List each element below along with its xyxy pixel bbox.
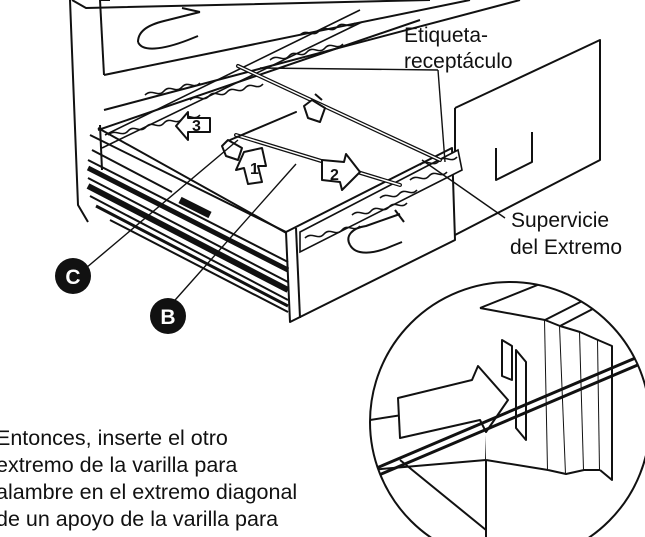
step-number-2: 2 (330, 167, 339, 184)
label-holder-label: Etiqueta- receptáculo (404, 24, 513, 73)
callout-b: B (150, 298, 186, 334)
detail-magnifier (369, 281, 645, 537)
step-number-3: 3 (192, 118, 201, 135)
drawer-slide-rails (86, 149, 290, 313)
svg-text:Supervicie: Supervicie (511, 209, 609, 232)
front-rail-strip (299, 148, 463, 254)
instruction-caption: Entonces, inserte el otro extremo de la … (0, 425, 386, 533)
callout-c: C (55, 258, 91, 294)
step-number-1: 1 (250, 161, 259, 178)
cabinet-outline (69, 0, 521, 223)
wire-rods (229, 64, 442, 187)
rod-support-clip (221, 93, 326, 161)
svg-text:receptáculo: receptáculo (404, 50, 513, 73)
step-arrow-2: 2 (321, 153, 361, 191)
caption-line: extremo de la varilla para (0, 453, 238, 477)
svg-text:C: C (65, 266, 80, 289)
end-surface-label: Supervicie del Extremo (510, 209, 622, 259)
back-rail-strip (101, 9, 363, 149)
svg-text:B: B (160, 306, 175, 329)
step-arrow-3: 3 (175, 111, 211, 141)
caption-line: Entonces, inserte el otro (0, 426, 228, 450)
step-arrow-1: 1 (235, 147, 267, 185)
caption-line: de un apoyo de la varilla para (0, 507, 279, 531)
leader-lines (85, 67, 506, 309)
caption-line: alambre en el extremo diagonal (0, 480, 298, 504)
svg-text:del Extremo: del Extremo (510, 236, 622, 259)
svg-text:Etiqueta-: Etiqueta- (404, 24, 488, 47)
